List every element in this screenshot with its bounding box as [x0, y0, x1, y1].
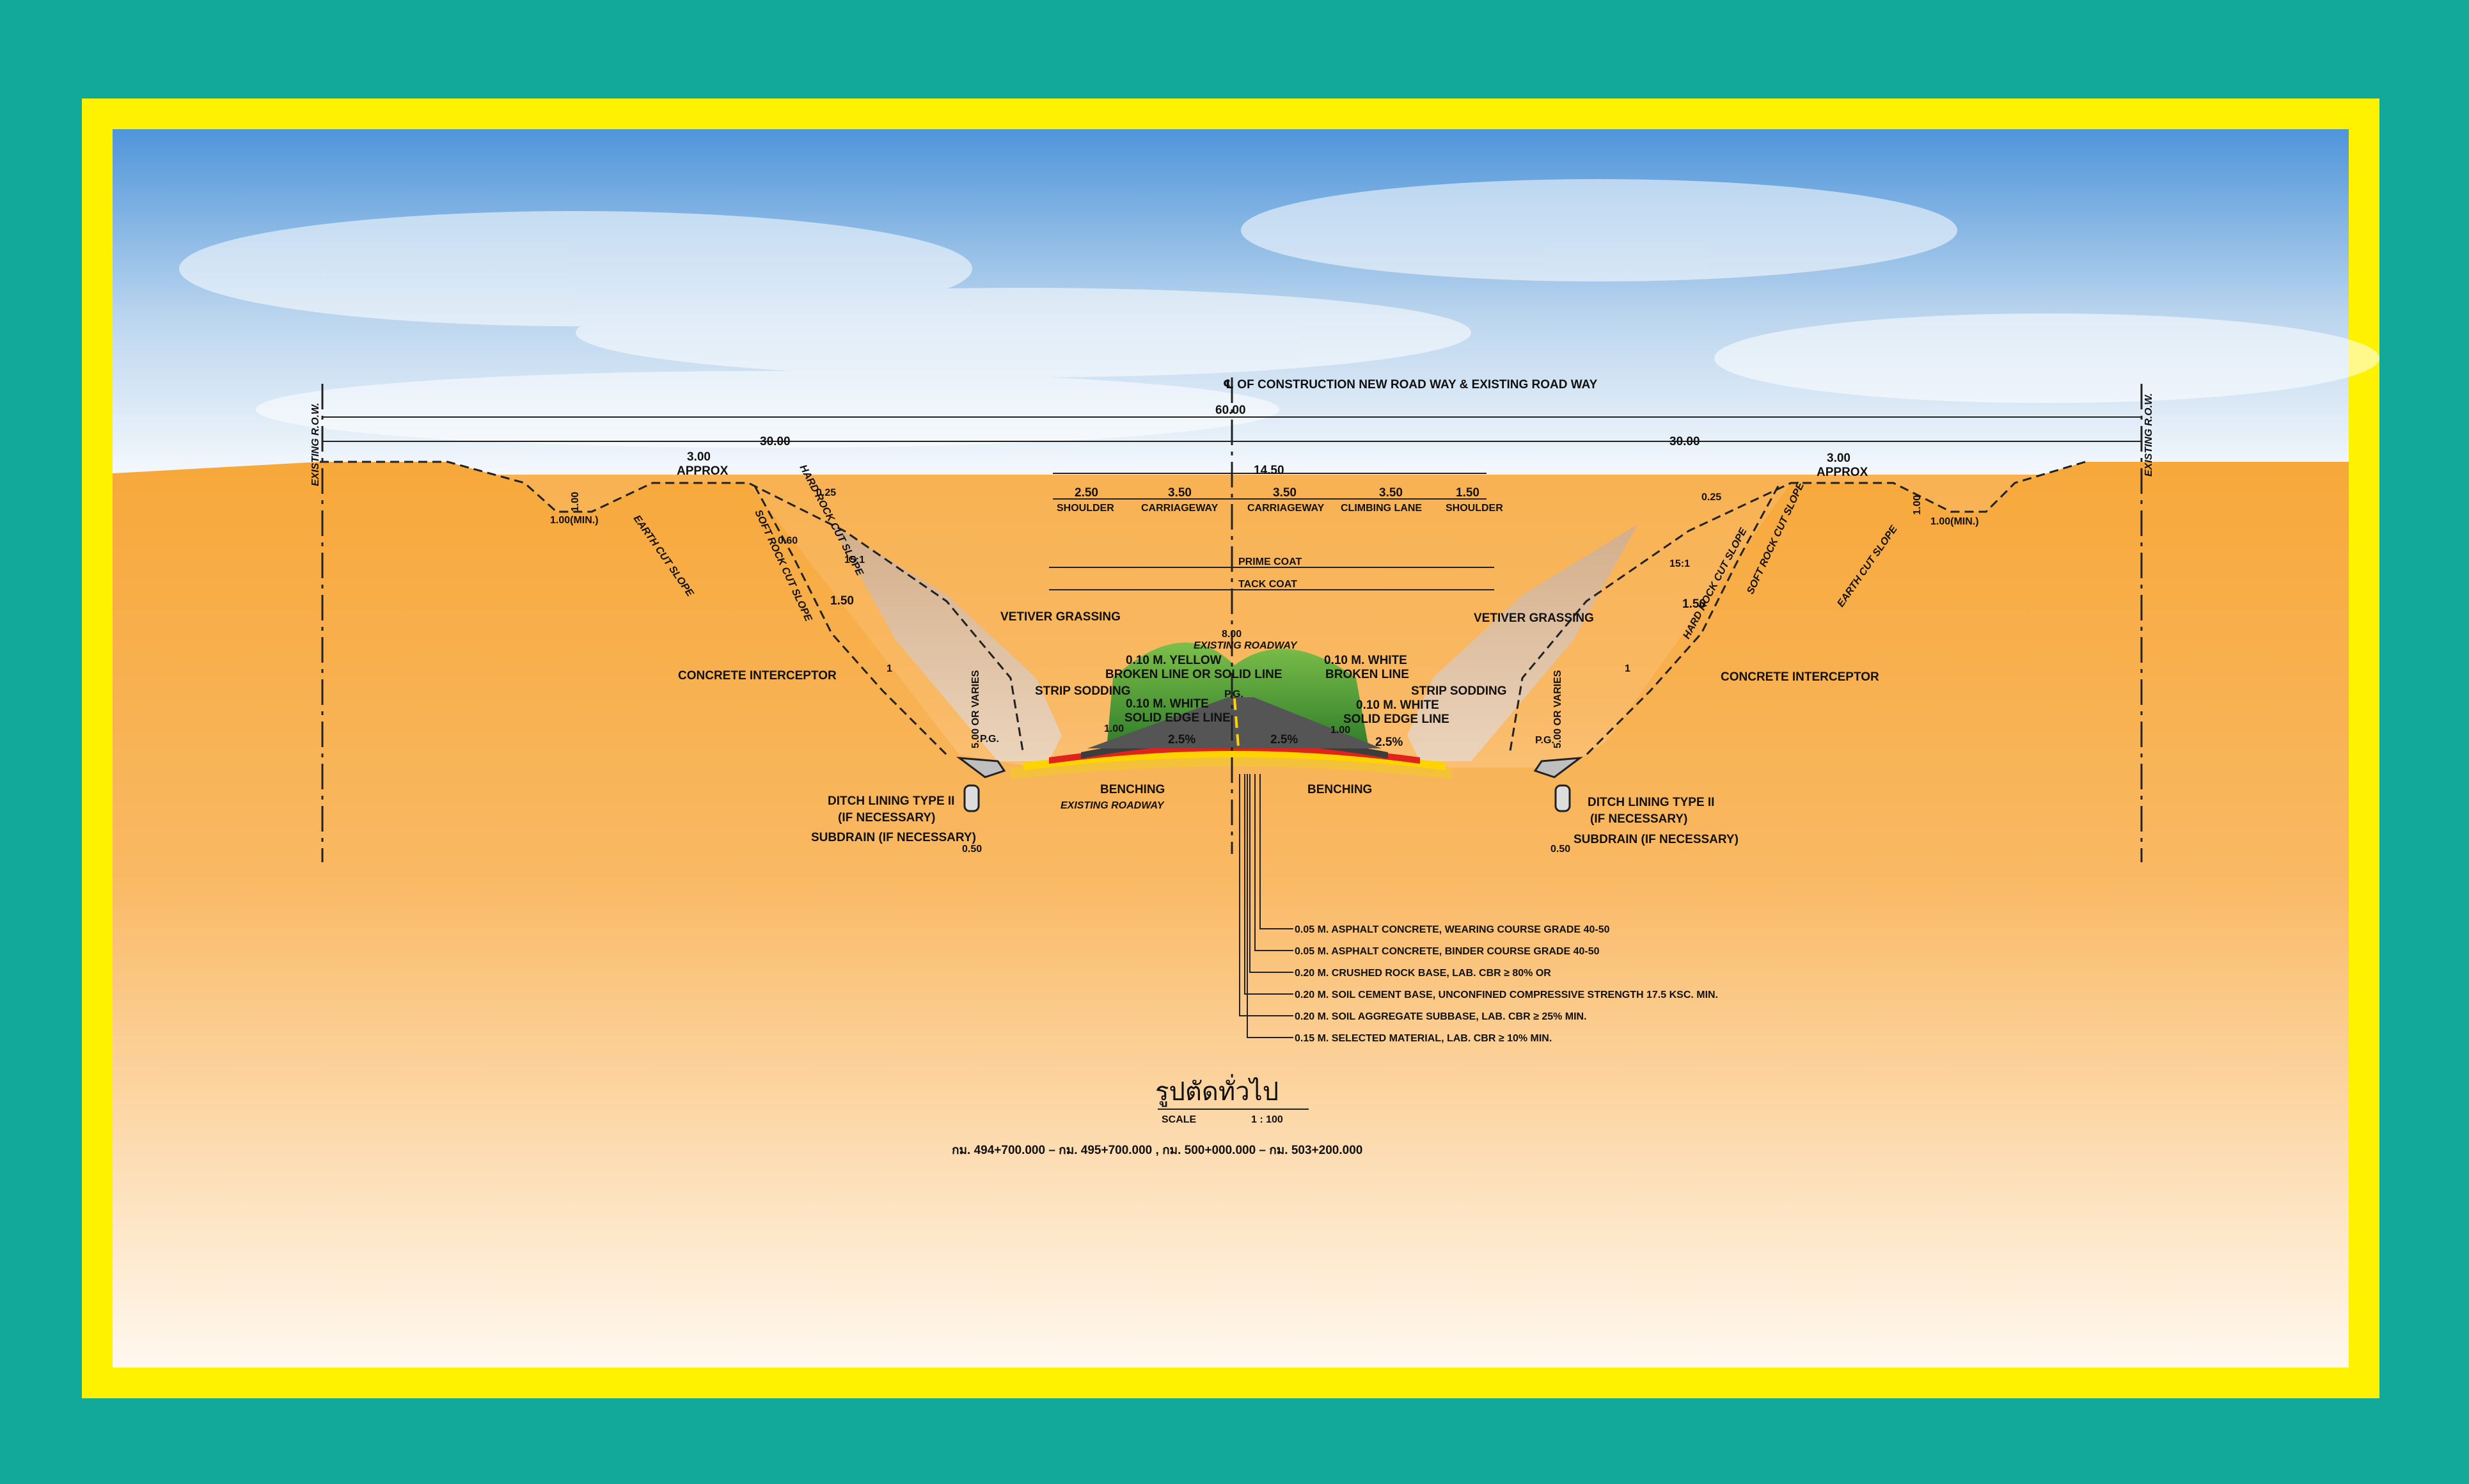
lane-dim-1: 2.50 [1075, 486, 1098, 500]
layer-3: 0.20 M. CRUSHED ROCK BASE, LAB. CBR ≥ 80… [1295, 968, 1551, 979]
right-ifnec: (IF NECESSARY) [1590, 812, 1687, 826]
row-right-label: EXISTING R.O.W. [2143, 393, 2154, 477]
bench-left: 1.00 [1104, 723, 1124, 734]
left-vetiver: VETIVER GRASSING [1000, 610, 1121, 624]
slope-right: 2.5% [1270, 733, 1298, 746]
layer-5: 0.20 M. SOIL AGGREGATE SUBBASE, LAB. CBR… [1295, 1011, 1587, 1022]
clouds [179, 179, 2379, 448]
layer-1: 0.05 M. ASPHALT CONCRETE, WEARING COURSE… [1295, 924, 1610, 935]
right-benching: BENCHING [1307, 783, 1372, 796]
white-rr-2: SOLID EDGE LINE [1343, 713, 1449, 726]
left-ratio: 15:1 [844, 555, 865, 565]
scale-label: SCALE [1162, 1114, 1197, 1125]
right-d1: 0.25 [1701, 492, 1721, 503]
slope-left: 2.5% [1168, 733, 1195, 746]
left-ifnec: (IF NECESSARY) [838, 811, 935, 825]
left-ditch-lining [956, 757, 1006, 778]
right-pg: P.G. [1535, 735, 1554, 746]
right-interceptor: CONCRETE INTERCEPTOR [1721, 670, 1879, 684]
left-d2: 0.60 [778, 535, 798, 546]
cut-line-drawing [320, 461, 2086, 756]
yellow-line-1: 0.10 M. YELLOW [1126, 654, 1222, 667]
layer-4: 0.20 M. SOIL CEMENT BASE, UNCONFINED COM… [1295, 990, 1718, 1000]
right-berm: 1.50 [1682, 597, 1706, 611]
row-left-label: EXISTING R.O.W. [310, 403, 321, 486]
scale-value: 1 : 100 [1251, 1114, 1283, 1125]
bench-right: 1.00 [1330, 725, 1350, 736]
layer-leaders [1239, 774, 1293, 1038]
white-rr-1: 0.10 M. WHITE [1356, 699, 1439, 712]
right-approx-dim: 3.00 [1827, 452, 1850, 465]
white-left-1: 0.10 M. WHITE [1126, 697, 1209, 711]
right-ditch-min: 1.00(MIN.) [1930, 516, 1979, 527]
white-right-1: 0.10 M. WHITE [1324, 654, 1407, 667]
tack-coat-label: TACK COAT [1238, 579, 1297, 590]
total-width-dim: 60.00 [1215, 404, 1246, 417]
left-dim050: 0.50 [962, 844, 982, 855]
lane-name-5: SHOULDER [1446, 503, 1503, 514]
lane-name-3: CARRIAGEWAY [1247, 503, 1325, 514]
right-strip: STRIP SODDING [1411, 684, 1507, 698]
right-cut-slope-shade [1407, 525, 1637, 761]
right-one: 1 [1625, 663, 1630, 674]
yellow-centerline [1233, 698, 1240, 748]
half-right-dim: 30.00 [1669, 435, 1700, 448]
reference-lines [321, 377, 2143, 862]
left-strip: STRIP SODDING [1035, 684, 1131, 698]
lanes-total-dim: 14.50 [1254, 464, 1284, 477]
left-approx-dim: 3.00 [687, 450, 711, 464]
right-vetiver: VETIVER GRASSING [1474, 612, 1594, 625]
ground-mass [113, 462, 2349, 1368]
right-subdrain: SUBDRAIN (IF NECESSARY) [1574, 833, 1739, 846]
lane-dim-2: 3.50 [1168, 486, 1192, 500]
left-d1: 0.25 [816, 487, 836, 498]
left-ditch-min: 1.00(MIN.) [550, 515, 599, 526]
left-subdrain: SUBDRAIN (IF NECESSARY) [811, 831, 976, 844]
left-ditch: DITCH LINING TYPE II [828, 794, 954, 808]
layer-6: 0.15 M. SELECTED MATERIAL, LAB. CBR ≥ 10… [1295, 1033, 1552, 1044]
layer-2: 0.05 M. ASPHALT CONCRETE, BINDER COURSE … [1295, 946, 1600, 957]
right-dim050: 0.50 [1550, 844, 1570, 855]
lane-name-2: CARRIAGEWAY [1141, 503, 1219, 514]
left-approx: APPROX [677, 464, 729, 478]
left-ditch-depth: 1.00 [570, 492, 581, 512]
center-pg: P.G. [1224, 689, 1243, 700]
white-left-2: SOLID EDGE LINE [1124, 711, 1231, 725]
right-subdrain [1554, 784, 1571, 812]
lane-name-4: CLIMBING LANE [1341, 503, 1422, 514]
existing-width: 8.00 [1222, 629, 1242, 640]
right-ditch-depth: 1.00 [1912, 495, 1923, 515]
lane-dim-3: 3.50 [1273, 486, 1297, 500]
yellow-line-2: BROKEN LINE OR SOLID LINE [1105, 668, 1282, 681]
right-ditch-lining [1533, 757, 1584, 778]
left-existing: EXISTING ROADWAY [1061, 800, 1165, 811]
left-cut-slope-shade [832, 525, 1062, 761]
half-left-dim: 30.00 [760, 435, 791, 448]
stations-label: กม. 494+700.000 – กม. 495+700.000 , กม. … [952, 1144, 1362, 1157]
right-varies: 5.00 OR VARIES [1552, 670, 1563, 748]
lane-dim-5: 1.50 [1456, 486, 1479, 500]
lane-dim-4: 3.50 [1379, 486, 1403, 500]
left-pg: P.G. [980, 734, 999, 745]
prime-coat-label: PRIME COAT [1238, 556, 1302, 567]
left-varies: 5.00 OR VARIES [970, 670, 981, 748]
right-ditch: DITCH LINING TYPE II [1588, 796, 1714, 809]
right-approx: APPROX [1817, 466, 1868, 479]
lane-name-1: SHOULDER [1057, 503, 1114, 514]
pavement-red [1049, 745, 1420, 764]
right-ratio: 15:1 [1669, 558, 1690, 569]
left-subdrain [963, 784, 980, 812]
section-title: รูปตัดทั่วไป [1155, 1074, 1279, 1107]
centerline-label: ℄ OF CONSTRUCTION NEW ROAD WAY & EXISTIN… [1223, 378, 1598, 391]
left-berm: 1.50 [830, 594, 854, 608]
road-surface-perspective [1087, 697, 1382, 748]
left-interceptor: CONCRETE INTERCEPTOR [678, 669, 837, 683]
white-right-2: BROKEN LINE [1325, 668, 1409, 681]
existing-small: EXISTING ROADWAY [1194, 640, 1298, 651]
left-one: 1 [887, 663, 892, 674]
left-benching: BENCHING [1100, 783, 1165, 796]
slope-rr: 2.5% [1375, 736, 1403, 749]
